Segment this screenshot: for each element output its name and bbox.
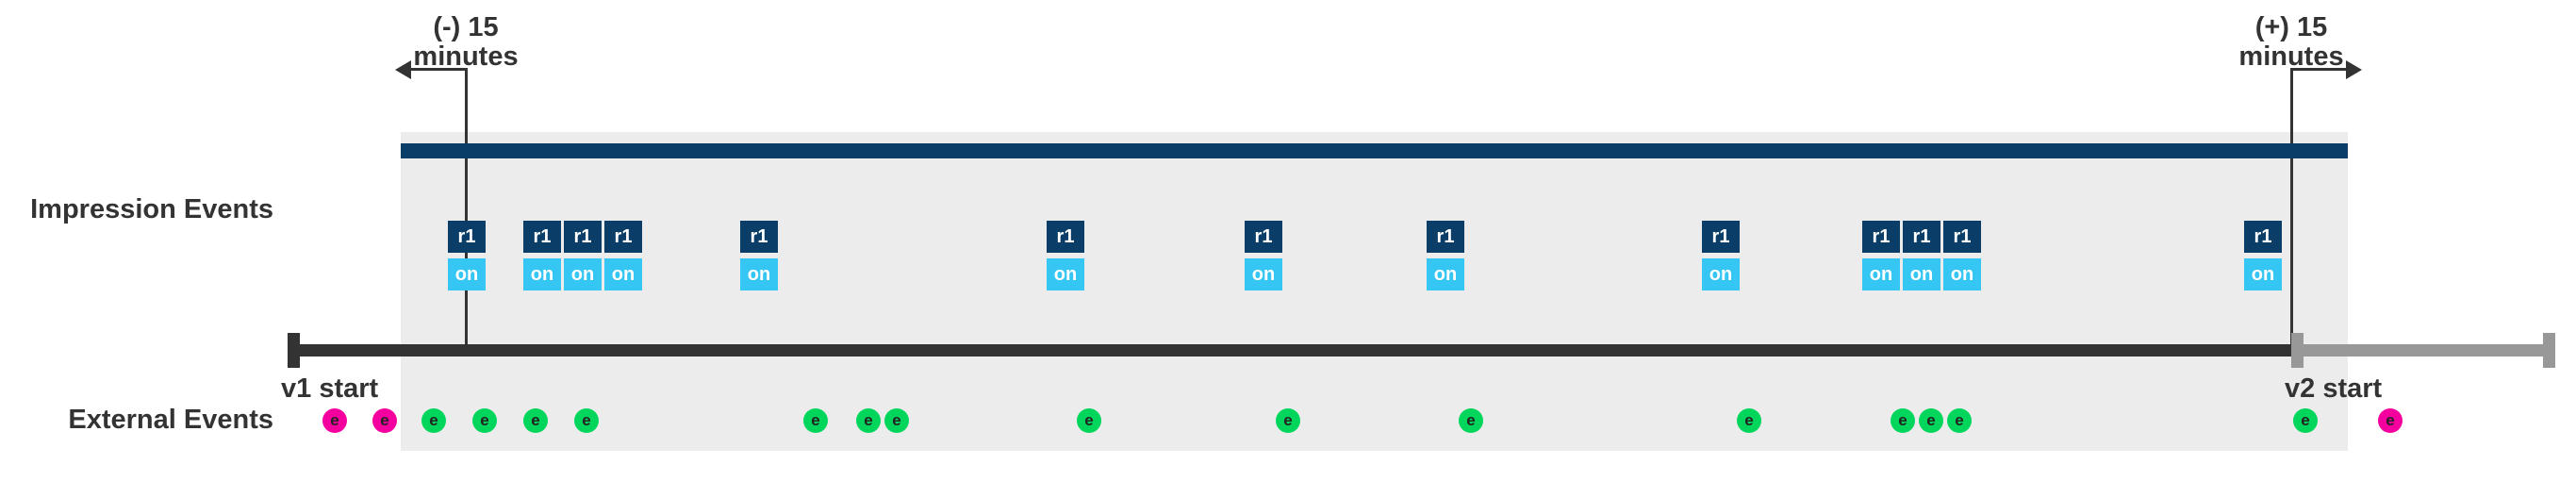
- callout-line-1: (+) 15: [2254, 12, 2328, 42]
- external-event-dot-green[interactable]: e: [1919, 408, 1943, 433]
- impression-badge-row-top: r1: [1245, 221, 1282, 253]
- impression-events-row-label: Impression Events: [30, 194, 273, 224]
- callout-vertical-line-minus-15: [465, 68, 468, 354]
- v2-end-cap: [2543, 333, 2555, 368]
- callout-arrow-head-plus-15: [2346, 60, 2362, 79]
- impression-badge-row-bottom: on: [1702, 258, 1740, 290]
- fifteen-minute-window-band: [401, 132, 2348, 451]
- external-event-dot-green[interactable]: e: [421, 408, 446, 433]
- callout-arrow-arm-minus-15: [411, 68, 466, 71]
- impression-badge-row-top: r1: [1047, 221, 1084, 253]
- callout-vertical-line-plus-15: [2290, 68, 2293, 354]
- impression-badge-group[interactable]: r1 on: [1702, 221, 1740, 290]
- version-navy-bar: [401, 143, 2348, 158]
- external-event-dot-green[interactable]: e: [856, 408, 881, 433]
- callout-line-2: minutes: [2238, 41, 2344, 73]
- impression-badge-group[interactable]: r1 on: [448, 221, 486, 290]
- impression-badge-r1[interactable]: r1: [1245, 221, 1282, 253]
- callout-line-1: (-) 15: [433, 12, 499, 42]
- impression-badge-row-top: r1: [1702, 221, 1740, 253]
- v2-start-cap: [2291, 333, 2304, 368]
- impression-badge-row-bottom: on: [1427, 258, 1464, 290]
- impression-badge-on[interactable]: on: [1245, 258, 1282, 290]
- impression-badge-row-top: r1: [740, 221, 778, 253]
- impression-badge-on[interactable]: on: [604, 258, 642, 290]
- impression-badge-on[interactable]: on: [448, 258, 486, 290]
- external-event-dot-green[interactable]: e: [523, 408, 548, 433]
- external-event-dot-pink[interactable]: e: [322, 408, 347, 433]
- v1-start-caption: v1 start: [281, 373, 379, 404]
- impression-badge-on[interactable]: on: [1702, 258, 1740, 290]
- external-event-dot-pink[interactable]: e: [2378, 408, 2403, 433]
- external-event-dot-green[interactable]: e: [1077, 408, 1101, 433]
- v2-start-caption: v2 start: [2285, 373, 2383, 404]
- impression-badge-row-top: r1: [448, 221, 486, 253]
- impression-badge-r1[interactable]: r1: [1702, 221, 1740, 253]
- external-event-dot-green[interactable]: e: [1459, 408, 1483, 433]
- impression-badge-r1[interactable]: r1: [740, 221, 778, 253]
- external-event-dot-green[interactable]: e: [1947, 408, 1972, 433]
- external-event-dot-green[interactable]: e: [884, 408, 909, 433]
- impression-badge-on[interactable]: on: [1427, 258, 1464, 290]
- v2-timeline-bar: [2291, 344, 2555, 357]
- impression-badge-group[interactable]: r1 on: [1245, 221, 1282, 290]
- impression-badge-group[interactable]: r1 on: [2244, 221, 2282, 290]
- impression-badge-row-top: r1: [2244, 221, 2282, 253]
- external-event-dot-green[interactable]: e: [574, 408, 599, 433]
- impression-badge-on[interactable]: on: [564, 258, 602, 290]
- impression-badge-r1[interactable]: r1: [448, 221, 486, 253]
- impression-badge-r1[interactable]: r1: [1943, 221, 1981, 253]
- impression-badge-r1[interactable]: r1: [564, 221, 602, 253]
- v1-start-cap: [288, 333, 300, 368]
- impression-badge-group[interactable]: r1 on: [1427, 221, 1464, 290]
- external-event-dot-green[interactable]: e: [2293, 408, 2318, 433]
- impression-badge-row-bottom: on: [2244, 258, 2282, 290]
- impression-badge-on[interactable]: on: [2244, 258, 2282, 290]
- impression-badge-row-bottom: on: [448, 258, 486, 290]
- external-event-dot-green[interactable]: e: [1737, 408, 1761, 433]
- impression-badge-on[interactable]: on: [1047, 258, 1084, 290]
- external-event-dot-green[interactable]: e: [472, 408, 497, 433]
- external-event-dot-green[interactable]: e: [1276, 408, 1300, 433]
- external-event-dot-pink[interactable]: e: [372, 408, 397, 433]
- impression-badge-r1[interactable]: r1: [1903, 221, 1940, 253]
- impression-badge-r1[interactable]: r1: [604, 221, 642, 253]
- impression-badge-row-bottom: on: [740, 258, 778, 290]
- impression-badge-on[interactable]: on: [1903, 258, 1940, 290]
- v1-timeline-bar: [288, 344, 2291, 357]
- impression-badge-on[interactable]: on: [523, 258, 561, 290]
- external-event-dot-green[interactable]: e: [803, 408, 828, 433]
- impression-badge-r1[interactable]: r1: [1862, 221, 1900, 253]
- callout-line-2: minutes: [413, 41, 519, 73]
- impression-badge-row-top: r1: [1427, 221, 1464, 253]
- impression-badge-on[interactable]: on: [740, 258, 778, 290]
- impression-badge-on[interactable]: on: [1862, 258, 1900, 290]
- callout-arrow-head-minus-15: [395, 60, 411, 79]
- external-event-dot-green[interactable]: e: [1891, 408, 1915, 433]
- impression-badge-row-bottom: on: [1245, 258, 1282, 290]
- impression-badge-r1[interactable]: r1: [1047, 221, 1084, 253]
- impression-badge-r1[interactable]: r1: [2244, 221, 2282, 253]
- impression-badge-on[interactable]: on: [1943, 258, 1981, 290]
- callout-arrow-arm-plus-15: [2291, 68, 2346, 71]
- impression-badge-group[interactable]: r1 on: [740, 221, 778, 290]
- external-events-row-label: External Events: [68, 405, 273, 435]
- impression-badge-r1[interactable]: r1: [1427, 221, 1464, 253]
- impression-badge-group[interactable]: r1 on: [1047, 221, 1084, 290]
- impression-badge-r1[interactable]: r1: [523, 221, 561, 253]
- impression-badge-row-bottom: on: [1047, 258, 1084, 290]
